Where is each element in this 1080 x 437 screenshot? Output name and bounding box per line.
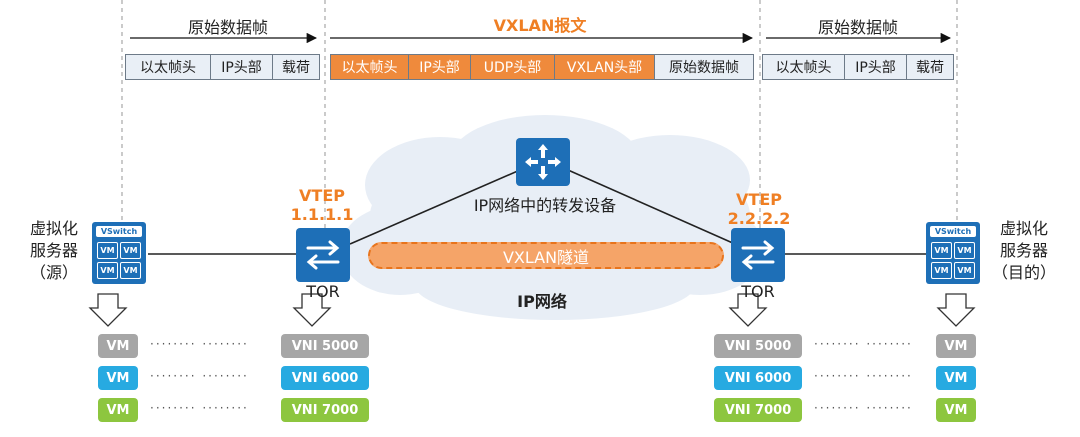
field-outer-ip-header: IP头部 bbox=[409, 55, 471, 79]
field-outer-eth-header: 以太帧头 bbox=[331, 55, 409, 79]
vtep-right: VTEP 2.2.2.2 bbox=[727, 190, 791, 228]
server-right-line3: （目的） bbox=[991, 263, 1056, 282]
server-right-label: 虚拟化 服务器 （目的） bbox=[986, 218, 1062, 284]
server-left-line2: 服务器 bbox=[29, 241, 78, 260]
field-udp-header: UDP头部 bbox=[471, 55, 555, 79]
field-ip-header: IP头部 bbox=[845, 55, 907, 79]
left-frame-fields: 以太帧头 IP头部 载荷 bbox=[125, 54, 320, 80]
vni-right-2: VNI 6000 bbox=[714, 366, 802, 390]
vtep-left-title: VTEP bbox=[299, 186, 345, 205]
down-arrows bbox=[88, 293, 976, 327]
switch-icon bbox=[741, 240, 775, 270]
server-right: VSwitch VM VM VM VM bbox=[926, 222, 980, 284]
router-label: IP网络中的转发设备 bbox=[473, 196, 617, 215]
vm-row-left-3: VM bbox=[98, 398, 138, 422]
server-left: VSwitch VM VM VM VM bbox=[92, 222, 146, 284]
dots-left-3: ········ ········ bbox=[150, 401, 249, 415]
field-vxlan-header: VXLAN头部 bbox=[555, 55, 655, 79]
server-left-line1: 虚拟化 bbox=[29, 219, 78, 238]
server-left-label: 虚拟化 服务器 （源） bbox=[22, 218, 86, 284]
tor-switch-left bbox=[296, 228, 350, 282]
vni-left-2: VNI 6000 bbox=[281, 366, 369, 390]
vm-box: VM bbox=[931, 262, 952, 279]
tor-right-label: TOR bbox=[741, 282, 775, 301]
vm-box: VM bbox=[954, 242, 975, 259]
vswitch-badge: VSwitch bbox=[96, 226, 142, 237]
server-right-line1: 虚拟化 bbox=[999, 219, 1048, 238]
field-eth-header: 以太帧头 bbox=[763, 55, 845, 79]
vswitch-badge: VSwitch bbox=[930, 226, 976, 237]
dots-left-2: ········ ········ bbox=[150, 369, 249, 383]
right-frame-fields: 以太帧头 IP头部 载荷 bbox=[762, 54, 954, 80]
field-payload: 载荷 bbox=[907, 55, 953, 79]
vni-left-1: VNI 5000 bbox=[281, 334, 369, 358]
server-left-line3: （源） bbox=[29, 263, 78, 282]
vm-row-left-1: VM bbox=[98, 334, 138, 358]
network-links bbox=[148, 169, 926, 255]
right-frame-header: 原始数据帧 bbox=[817, 18, 898, 37]
field-original-frame: 原始数据帧 bbox=[655, 55, 753, 79]
vm-box: VM bbox=[120, 242, 141, 259]
vm-row-right-3: VM bbox=[936, 398, 976, 422]
dots-right-1: ········ ········ bbox=[814, 337, 913, 351]
vm-box: VM bbox=[954, 262, 975, 279]
vtep-right-ip: 2.2.2.2 bbox=[727, 209, 791, 228]
dots-right-3: ········ ········ bbox=[814, 401, 913, 415]
tor-switch-right bbox=[731, 228, 785, 282]
left-frame-header: 原始数据帧 bbox=[187, 18, 268, 37]
vxlan-packet-header: VXLAN报文 bbox=[493, 16, 587, 35]
vm-box: VM bbox=[931, 242, 952, 259]
vtep-left: VTEP 1.1.1.1 bbox=[290, 186, 354, 224]
vni-left-3: VNI 7000 bbox=[281, 398, 369, 422]
vm-box: VM bbox=[97, 242, 118, 259]
vtep-right-title: VTEP bbox=[736, 190, 782, 209]
vxlan-tunnel: VXLAN隧道 bbox=[368, 242, 724, 269]
vni-right-1: VNI 5000 bbox=[714, 334, 802, 358]
vm-row-left-2: VM bbox=[98, 366, 138, 390]
dots-right-2: ········ ········ bbox=[814, 369, 913, 383]
tor-left-label: TOR bbox=[306, 282, 340, 301]
field-eth-header: 以太帧头 bbox=[126, 55, 211, 79]
vm-box: VM bbox=[120, 262, 141, 279]
vm-box: VM bbox=[97, 262, 118, 279]
field-ip-header: IP头部 bbox=[211, 55, 273, 79]
vtep-left-ip: 1.1.1.1 bbox=[290, 205, 354, 224]
vm-row-right-2: VM bbox=[936, 366, 976, 390]
guide-lines bbox=[121, 0, 958, 228]
field-payload: 载荷 bbox=[273, 55, 319, 79]
server-right-line2: 服务器 bbox=[999, 241, 1048, 260]
vxlan-packet-fields: 以太帧头 IP头部 UDP头部 VXLAN头部 原始数据帧 bbox=[330, 54, 754, 80]
dots-left-1: ········ ········ bbox=[150, 337, 249, 351]
ip-network-label: IP网络 bbox=[517, 292, 567, 311]
forwarding-device bbox=[516, 138, 570, 186]
vm-row-right-1: VM bbox=[936, 334, 976, 358]
router-icon bbox=[525, 144, 561, 180]
vni-right-3: VNI 7000 bbox=[714, 398, 802, 422]
switch-icon bbox=[306, 240, 340, 270]
